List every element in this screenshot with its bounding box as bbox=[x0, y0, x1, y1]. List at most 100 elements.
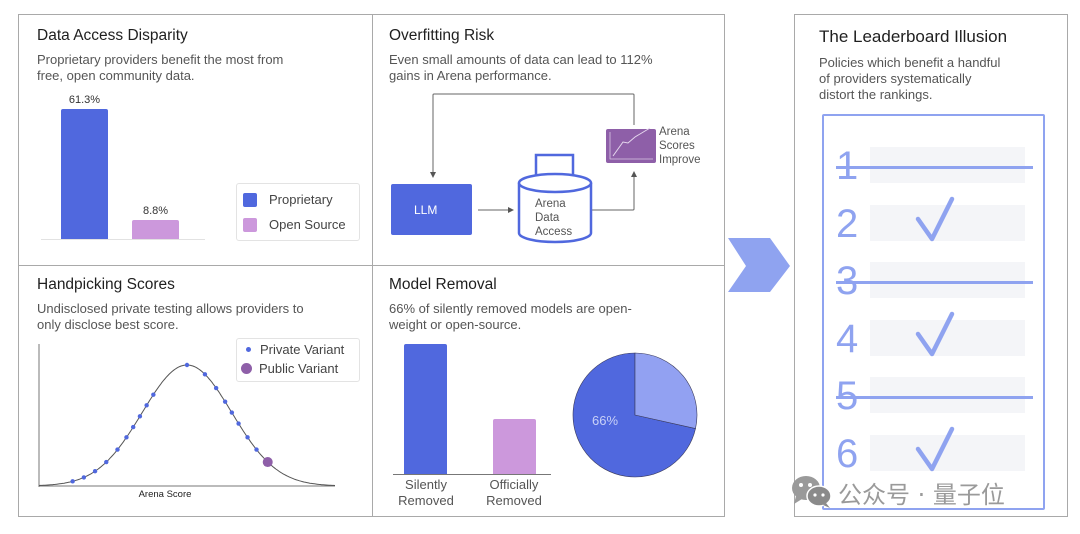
trending-chart-icon bbox=[606, 127, 656, 163]
panel-subtitle-line: Undisclosed private testing allows provi… bbox=[37, 301, 304, 316]
chart-legend bbox=[236, 183, 360, 241]
legend-label: Proprietary bbox=[269, 192, 333, 207]
legend-item-open-source: Open Source bbox=[243, 217, 346, 232]
private-variant-point bbox=[254, 447, 259, 452]
checkmark-icon bbox=[915, 426, 955, 471]
private-variant-point bbox=[245, 435, 250, 440]
private-variant-point bbox=[81, 475, 87, 480]
label-line: Arena bbox=[659, 126, 690, 138]
private-variant-point bbox=[115, 447, 120, 452]
label-line: Officially bbox=[489, 477, 539, 492]
panel-subtitle-line: 66% of silently removed models are open- bbox=[389, 301, 632, 316]
category-label: Officially Removed bbox=[474, 477, 554, 508]
chart-legend bbox=[236, 338, 360, 382]
legend-swatch bbox=[243, 192, 257, 207]
llm-box bbox=[391, 184, 472, 235]
strikethrough-line bbox=[836, 281, 1033, 284]
data-to-scores-arrow bbox=[592, 171, 637, 211]
grid-horizontal-divider bbox=[18, 265, 725, 266]
checkmark-icon bbox=[915, 196, 955, 241]
watermark: 公众号 · 量子位 bbox=[790, 474, 1005, 510]
rank-row-background bbox=[870, 262, 1025, 298]
panel-subtitle-line: Even small amounts of data can lead to 1… bbox=[389, 52, 653, 67]
legend-item-proprietary: Proprietary bbox=[243, 192, 333, 207]
feedback-arrow bbox=[430, 93, 635, 178]
rank-row-background bbox=[870, 147, 1025, 183]
label-line: Arena bbox=[535, 198, 566, 210]
private-variant-point bbox=[229, 410, 235, 415]
public-variant-dot-icon bbox=[241, 363, 252, 374]
legend-label: Open Source bbox=[269, 217, 346, 232]
pie-slice-other bbox=[634, 352, 698, 429]
panel-title: The Leaderboard Illusion bbox=[819, 27, 1008, 46]
private-variant-point bbox=[137, 414, 143, 419]
data-label: 61.3% bbox=[68, 94, 101, 106]
private-variant-point bbox=[70, 479, 75, 484]
pie-slice-label: 66% bbox=[592, 413, 618, 428]
private-variant-point bbox=[213, 385, 219, 391]
private-variant-point bbox=[124, 435, 129, 440]
panel-subtitle-line: gains in Arena performance. bbox=[389, 68, 552, 83]
data-label: 8.8% bbox=[142, 205, 169, 218]
legend-item-public-variant: Public Variant bbox=[241, 361, 338, 376]
rank-number: 6 bbox=[836, 431, 859, 476]
panel-title: Model Removal bbox=[389, 276, 497, 293]
database-icon bbox=[517, 153, 593, 244]
private-variant-dot-icon bbox=[246, 347, 251, 352]
private-variant-point bbox=[151, 392, 156, 397]
legend-label: Public Variant bbox=[259, 361, 339, 376]
public-variant-point bbox=[262, 457, 273, 468]
legend-item-private-variant: Private Variant bbox=[244, 342, 344, 357]
private-variant-point bbox=[236, 421, 241, 426]
chart-baseline bbox=[393, 474, 551, 475]
overfitting-diagram bbox=[391, 93, 656, 244]
panel-subtitle-line: weight or open-source. bbox=[389, 317, 522, 332]
bar-officially-removed bbox=[493, 419, 536, 474]
panel-subtitle-line: Proprietary providers benefit the most f… bbox=[37, 52, 284, 67]
panel-title: Data Access Disparity bbox=[37, 27, 188, 44]
bar-silently-removed bbox=[404, 344, 447, 474]
label-line: Silently bbox=[405, 477, 447, 492]
wechat-icon bbox=[792, 476, 832, 508]
rank-row-background bbox=[870, 377, 1025, 413]
panel-subtitle-line: Policies which benefit a handful bbox=[819, 55, 1001, 70]
checkmark-icon bbox=[915, 311, 955, 356]
llm-label: LLM bbox=[414, 203, 438, 217]
legend-swatch bbox=[243, 217, 257, 232]
arena-scores-label: Arena Scores Improve bbox=[659, 125, 701, 167]
panel-title: Overfitting Risk bbox=[389, 27, 495, 44]
panel-subtitle-line: only disclose best score. bbox=[37, 317, 179, 332]
data-access-label: Arena Data Access bbox=[535, 197, 572, 239]
label-line: Access bbox=[535, 226, 573, 238]
private-variant-point bbox=[104, 459, 109, 465]
rank-number: 2 bbox=[836, 201, 859, 246]
pie-slice-open-weight bbox=[572, 352, 696, 478]
private-variant-point bbox=[222, 399, 228, 404]
label-line: Scores bbox=[659, 140, 695, 152]
panel-subtitle-line: of providers systematically bbox=[819, 71, 972, 86]
panel-leaderboard-illusion bbox=[794, 14, 1068, 517]
private-variant-point bbox=[144, 403, 149, 408]
label-line: Improve bbox=[659, 154, 701, 166]
private-variant-point bbox=[184, 362, 190, 368]
private-variant-point bbox=[202, 372, 208, 377]
chart-baseline bbox=[41, 239, 205, 240]
strikethrough-line bbox=[836, 166, 1033, 169]
label-line: Data bbox=[535, 212, 560, 224]
panel-subtitle-line: free, open community data. bbox=[37, 68, 195, 83]
panel-subtitle-line: distort the rankings. bbox=[819, 87, 933, 102]
label-line: Removed bbox=[486, 492, 542, 508]
private-variant-point bbox=[92, 469, 98, 474]
bar-proprietary bbox=[61, 109, 108, 239]
legend-label: Private Variant bbox=[260, 342, 345, 357]
distribution-curve bbox=[38, 364, 336, 486]
bar-open-source bbox=[132, 220, 179, 239]
private-variant-point bbox=[130, 424, 136, 430]
score-distribution-chart bbox=[38, 344, 336, 487]
panel-title: Handpicking Scores bbox=[37, 276, 175, 293]
label-line: Removed bbox=[398, 492, 454, 508]
removal-pie-chart: 66% bbox=[572, 352, 698, 478]
watermark-text: 公众号 · 量子位 bbox=[838, 480, 1005, 509]
category-label: Silently Removed bbox=[386, 477, 466, 508]
strikethrough-line bbox=[836, 396, 1033, 399]
